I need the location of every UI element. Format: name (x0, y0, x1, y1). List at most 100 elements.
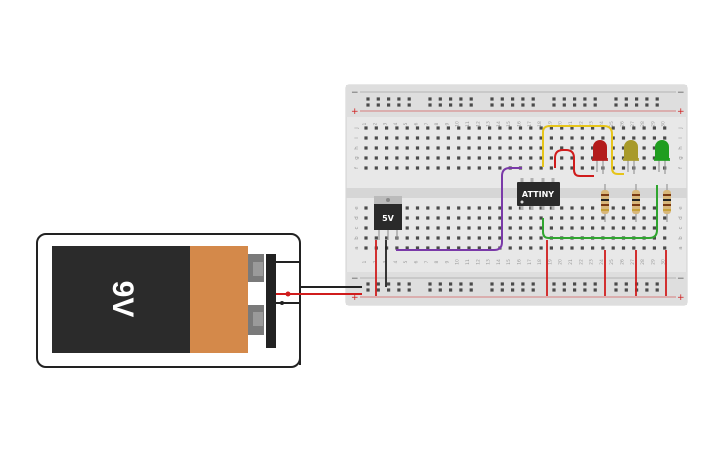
strip-hole (539, 236, 543, 240)
strip-hole (560, 136, 564, 140)
strip-hole (549, 146, 553, 150)
column-number-top: 18 (537, 121, 543, 127)
rail-hole (614, 282, 618, 286)
strip-hole (549, 246, 553, 250)
strip-hole (385, 146, 389, 150)
strip-hole (621, 216, 626, 220)
strip-hole (518, 146, 523, 150)
strip-hole (446, 206, 450, 210)
strip-hole (508, 126, 512, 130)
rail-hole (562, 103, 566, 107)
rail-hole (583, 282, 587, 286)
bottom-rail-minus-sign-right: − (677, 274, 685, 284)
resistor-band (601, 204, 609, 206)
row-letter: d (678, 216, 684, 220)
column-number-bottom: 1 (362, 260, 368, 263)
strip-hole (560, 246, 564, 250)
strip-hole (477, 246, 481, 250)
column-number-bottom: 24 (599, 259, 605, 265)
strip-hole (488, 206, 492, 210)
led-body (624, 140, 638, 160)
column-number-top: 2 (372, 122, 378, 125)
rail-hole (438, 103, 442, 107)
strip-hole (580, 166, 584, 170)
resistor-band (632, 194, 640, 196)
rail-hole (531, 103, 535, 107)
rail-hole (573, 288, 577, 292)
row-letter: g (354, 156, 360, 160)
strip-hole (446, 246, 450, 250)
column-number-top: 29 (650, 121, 656, 127)
resistor (601, 184, 609, 222)
led-red (592, 140, 608, 174)
strip-hole (477, 206, 481, 210)
rail-hole (521, 282, 525, 286)
rail-hole (655, 103, 659, 107)
strip-hole (570, 156, 574, 160)
strip-hole (436, 166, 440, 170)
strip-hole (446, 166, 450, 170)
column-number-top: 15 (506, 121, 512, 127)
strip-hole (385, 126, 389, 130)
strip-hole (560, 226, 564, 230)
rail-hole (438, 288, 442, 292)
rail-hole (614, 103, 618, 107)
row-letter: j (678, 127, 684, 130)
strip-hole (457, 246, 461, 250)
strip-hole (498, 166, 502, 170)
column-number-bottom: 18 (537, 259, 543, 265)
strip-hole (580, 136, 584, 140)
strip-hole (467, 166, 471, 170)
resistor-band (601, 194, 609, 196)
rail-hole (428, 288, 432, 292)
strip-hole (426, 236, 430, 240)
row-letter: c (678, 226, 684, 229)
strip-hole (498, 206, 502, 210)
strip-hole (539, 146, 543, 150)
strip-hole (477, 126, 481, 130)
strip-hole (364, 166, 368, 170)
column-number-top: 17 (527, 121, 533, 127)
row-letter: j (354, 127, 360, 130)
column-number-top: 5 (403, 122, 409, 125)
strip-hole (642, 206, 646, 210)
strip-hole (663, 226, 667, 230)
strip-hole (580, 156, 584, 160)
chip-pins (520, 178, 555, 210)
strip-hole (488, 216, 492, 220)
strip-hole (570, 136, 574, 140)
column-number-top: 1 (362, 122, 368, 125)
strip-hole (539, 166, 543, 170)
strip-hole (364, 136, 368, 140)
strip-hole (611, 226, 615, 230)
strip-hole (518, 246, 523, 250)
strip-hole (364, 236, 368, 240)
strip-hole (580, 226, 584, 230)
strip-hole (488, 246, 492, 250)
strip-hole (539, 216, 543, 220)
strip-hole (518, 216, 523, 220)
led-rim (623, 158, 639, 161)
chip-pin-bottom (530, 206, 534, 210)
chip-pin-bottom (520, 206, 524, 210)
strip-hole (374, 166, 378, 170)
strip-hole (477, 146, 481, 150)
rail-hole (449, 282, 453, 286)
strip-hole (385, 136, 389, 140)
rail-hole (376, 282, 380, 286)
column-number-bottom: 6 (414, 260, 420, 263)
rail-hole (645, 282, 649, 286)
strip-hole (477, 216, 481, 220)
strip-hole (529, 156, 533, 160)
column-number-bottom: 30 (661, 259, 667, 265)
top-rail-plus-sign-right: + (677, 107, 685, 117)
strip-hole (436, 246, 440, 250)
strip-hole (374, 126, 378, 130)
strip-hole (663, 216, 667, 220)
battery-label: 9V (106, 281, 139, 318)
strip-hole (642, 146, 646, 150)
strip-hole (611, 246, 615, 250)
battery-snap-connector (266, 254, 276, 348)
strip-hole (477, 226, 481, 230)
